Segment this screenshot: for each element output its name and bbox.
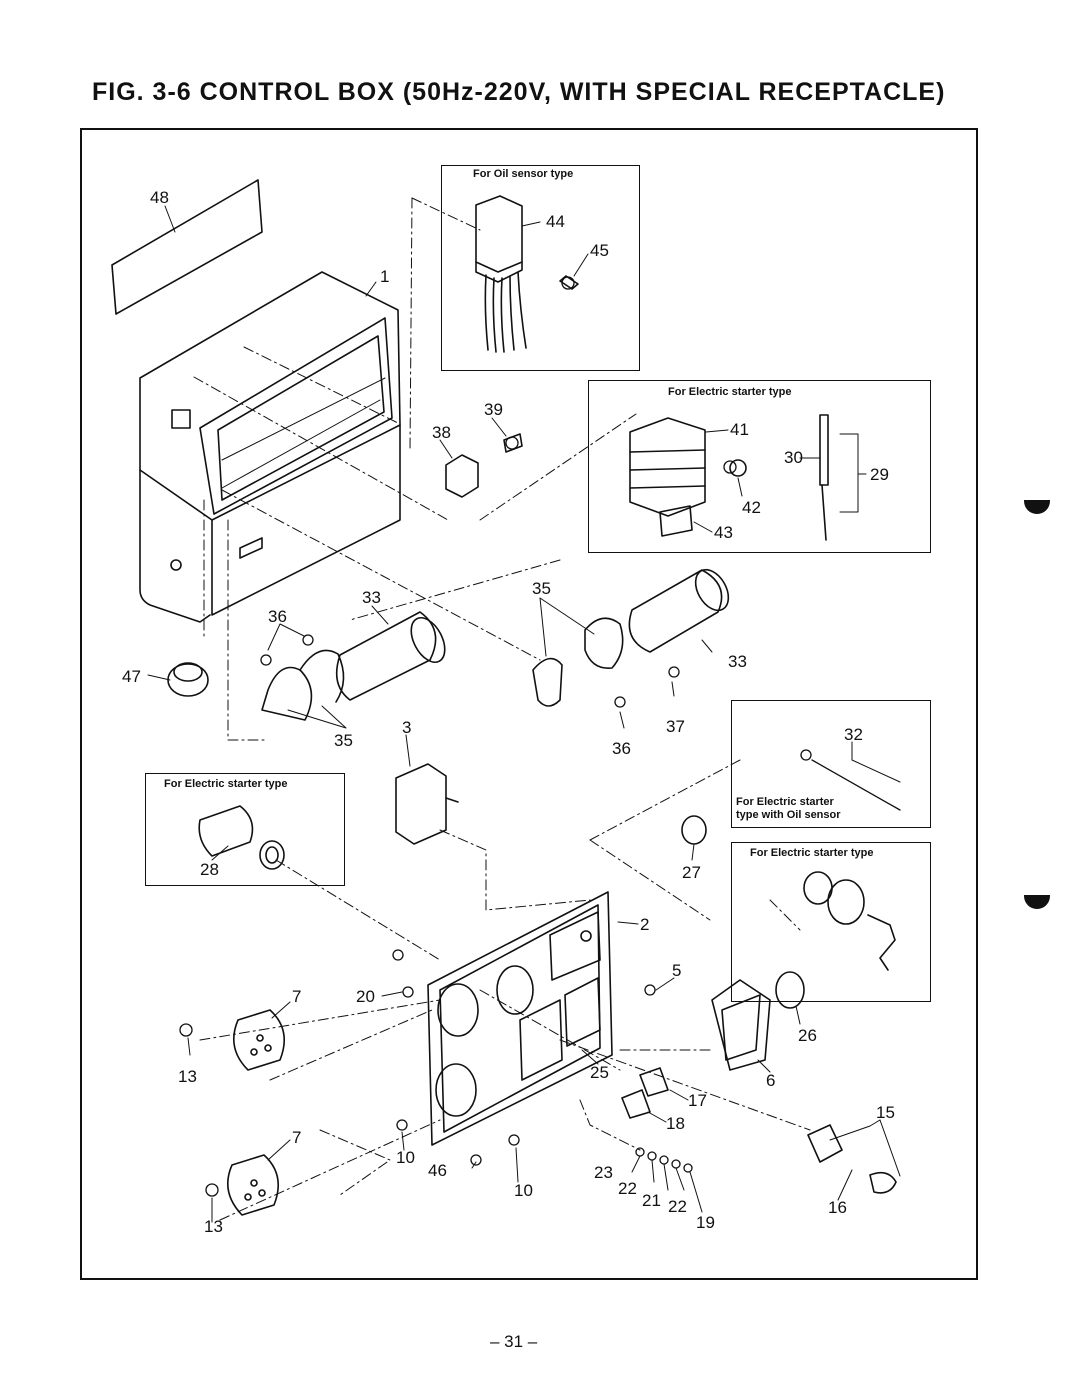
part-num-26: 26	[798, 1026, 817, 1045]
control-box-housing	[139, 271, 401, 623]
part-num-21: 21	[642, 1191, 661, 1210]
part-num-33-left: 33	[362, 588, 381, 607]
hardware	[179, 276, 901, 1197]
part-num-32: 32	[844, 725, 863, 744]
grommet	[167, 662, 209, 697]
part-num-20: 20	[356, 987, 375, 1006]
inset-electric-starter-left	[145, 773, 345, 886]
part-num-16: 16	[828, 1198, 847, 1217]
output-terminals	[621, 1067, 669, 1119]
figure-title: FIG. 3-6 CONTROL BOX (50Hz-220V, WITH SP…	[92, 78, 946, 106]
part-num-35-top: 35	[532, 579, 551, 598]
part-num-1: 1	[380, 267, 389, 286]
oil-sensor-unit	[475, 195, 579, 353]
electric-starter-regulator	[629, 414, 829, 541]
binding-mark-lower	[1024, 895, 1050, 909]
capacitor-right	[628, 568, 730, 653]
part-num-45: 45	[590, 241, 609, 260]
part-num-44: 44	[546, 212, 565, 231]
part-num-35-lower: 35	[334, 731, 353, 750]
key-switch-inset	[803, 871, 896, 971]
part-num-43: 43	[714, 523, 733, 542]
part-num-7-upper: 7	[292, 987, 301, 1006]
part-num-7-lower: 7	[292, 1128, 301, 1147]
part-num-41: 41	[730, 420, 749, 439]
part-num-25: 25	[590, 1063, 609, 1082]
part-num-28: 28	[200, 860, 219, 879]
receptacle-lower	[226, 1154, 280, 1216]
callout-lines	[147, 205, 901, 1223]
part-num-13-upper: 13	[178, 1067, 197, 1086]
part-num-33-right: 33	[728, 652, 747, 671]
part-num-17: 17	[688, 1091, 707, 1110]
part-num-29: 29	[870, 465, 889, 484]
part-num-23: 23	[594, 1163, 613, 1182]
part-num-5: 5	[672, 961, 681, 980]
part-num-2: 2	[640, 915, 649, 934]
terminal-block	[445, 433, 523, 498]
part-num-38: 38	[432, 423, 451, 442]
key-switch-left	[198, 805, 285, 870]
part-num-39: 39	[484, 400, 503, 419]
voltmeter	[711, 979, 771, 1071]
part-number-labels: 48 1 44 45 39 38 41 42 43 30 29 35 33 33…	[122, 188, 895, 1236]
part-num-15: 15	[876, 1103, 895, 1122]
part-num-36-upper: 36	[268, 607, 287, 626]
page-number: – 31 –	[490, 1332, 538, 1351]
part-num-30: 30	[784, 448, 803, 467]
inset-electric-starter-key-label: For Electric starter type	[750, 847, 874, 859]
part-num-46: 46	[428, 1161, 447, 1180]
inset-electric-starter-top-label: For Electric starter type	[668, 386, 792, 398]
inset-electric-starter-key	[731, 842, 931, 1002]
part-num-6: 6	[766, 1071, 775, 1090]
part-num-42: 42	[742, 498, 761, 517]
part-num-37: 37	[666, 717, 685, 736]
inset-oil-sensor	[441, 165, 640, 371]
circuit-breaker	[395, 763, 459, 845]
inset-electric-starter-oil-label2: type with Oil sensor	[736, 809, 841, 821]
binding-mark-upper	[1024, 500, 1050, 514]
part-num-36-lower: 36	[612, 739, 631, 758]
part-num-10-left: 10	[396, 1148, 415, 1167]
fuse-holder	[807, 1124, 897, 1194]
part-num-3: 3	[402, 718, 411, 737]
part-num-19: 19	[696, 1213, 715, 1232]
leader-lines	[193, 197, 811, 1221]
capacitor-left	[335, 611, 446, 701]
inset-electric-starter-top	[588, 380, 931, 553]
diagram-frame	[80, 128, 978, 1280]
inset-oil-sensor-label: For Oil sensor type	[473, 168, 574, 180]
inset-electric-starter-left-label: For Electric starter type	[164, 778, 288, 790]
part-num-13-lower: 13	[204, 1217, 223, 1236]
part-num-47: 47	[122, 667, 141, 686]
part-num-22-left: 22	[618, 1179, 637, 1198]
part-num-48: 48	[150, 188, 169, 207]
control-panel	[427, 891, 613, 1146]
part-num-27: 27	[682, 863, 701, 882]
knob-27	[681, 815, 707, 845]
inset-electric-starter-oil-label1: For Electric starter	[736, 796, 834, 808]
part-num-18: 18	[666, 1114, 685, 1133]
label-plate	[111, 179, 263, 315]
capacitor-clamps	[261, 617, 624, 721]
part-num-10-right: 10	[514, 1181, 533, 1200]
receptacle-upper	[232, 1009, 286, 1071]
knob-26	[775, 971, 805, 1009]
part-num-22-right: 22	[668, 1197, 687, 1216]
